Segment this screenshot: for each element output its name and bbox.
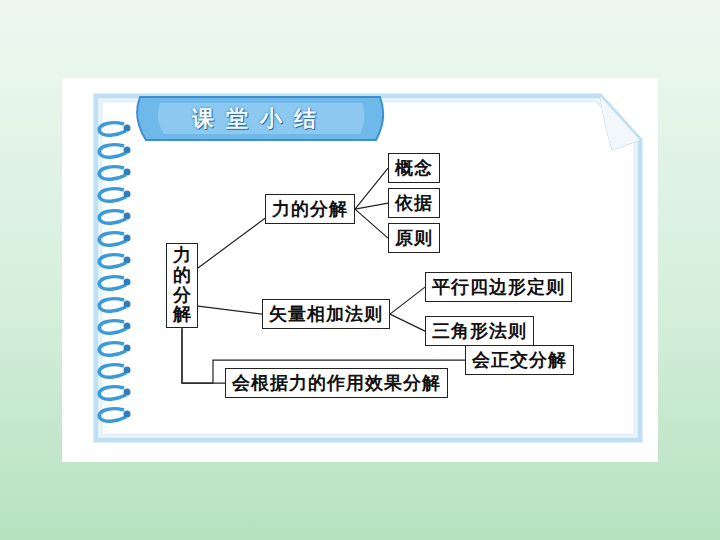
card-ground bbox=[62, 78, 658, 462]
box-label: 原则 bbox=[395, 226, 433, 250]
spiral-ring bbox=[99, 387, 126, 400]
box-label: 矢量相加法则 bbox=[269, 302, 383, 326]
connector-line bbox=[198, 218, 265, 268]
spiral-ring bbox=[99, 189, 126, 202]
concept-box: 矢量相加法则 bbox=[262, 299, 390, 329]
box-label: 依据 bbox=[395, 191, 433, 215]
spiral-ring bbox=[99, 343, 126, 356]
spiral-hole bbox=[124, 213, 131, 220]
title-tab bbox=[137, 97, 383, 140]
box-label: 会根据力的作用效果分解 bbox=[232, 371, 441, 395]
spiral-ring bbox=[99, 255, 126, 268]
spiral-ring bbox=[99, 277, 126, 290]
connector-line bbox=[390, 314, 425, 331]
box-label: 力的分解 bbox=[272, 197, 348, 221]
spiral-ring bbox=[99, 409, 126, 422]
spiral-hole bbox=[124, 411, 131, 418]
box-label: 力的分解 bbox=[173, 246, 191, 325]
concept-box: 力的分解 bbox=[265, 194, 355, 224]
spiral-ring bbox=[99, 321, 126, 334]
page-curl bbox=[600, 96, 640, 150]
spiral-ring bbox=[99, 233, 126, 246]
spiral-hole bbox=[124, 389, 131, 396]
spiral-ring bbox=[99, 211, 126, 224]
root-box: 力的分解 bbox=[166, 243, 198, 328]
spiral-hole bbox=[124, 345, 131, 352]
spiral-hole bbox=[124, 301, 131, 308]
page-inner-border bbox=[101, 101, 635, 435]
spiral-binding bbox=[99, 123, 130, 422]
concept-box: 会根据力的作用效果分解 bbox=[225, 368, 448, 398]
concept-box: 会正交分解 bbox=[465, 345, 574, 375]
spiral-hole bbox=[124, 367, 131, 374]
box-label: 概念 bbox=[395, 156, 433, 180]
connector-line bbox=[355, 209, 388, 238]
connector-line bbox=[390, 287, 425, 314]
spiral-hole bbox=[124, 191, 131, 198]
spiral-hole bbox=[124, 257, 131, 264]
concept-box: 平行四边形定则 bbox=[425, 272, 572, 302]
spiral-ring bbox=[99, 123, 126, 136]
spiral-hole bbox=[124, 323, 131, 330]
box-label: 会正交分解 bbox=[472, 348, 567, 372]
spiral-ring bbox=[99, 167, 126, 180]
concept-box: 三角形法则 bbox=[425, 316, 534, 346]
connector-line bbox=[182, 328, 225, 383]
title-text: 课堂小结 bbox=[150, 101, 370, 137]
box-label: 三角形法则 bbox=[432, 319, 527, 343]
connector-line bbox=[198, 306, 262, 314]
connector-line bbox=[355, 168, 388, 209]
spiral-ring bbox=[99, 365, 126, 378]
box-label: 平行四边形定则 bbox=[432, 275, 565, 299]
page-curl-back bbox=[600, 96, 640, 150]
spiral-hole bbox=[124, 235, 131, 242]
spiral-hole bbox=[124, 279, 131, 286]
spiral-ring bbox=[99, 145, 126, 158]
page-border bbox=[96, 96, 640, 440]
concept-box: 原则 bbox=[388, 223, 440, 253]
spiral-hole bbox=[124, 147, 131, 154]
connector-line bbox=[355, 203, 388, 209]
spiral-hole bbox=[124, 125, 131, 132]
spiral-ring bbox=[99, 299, 126, 312]
concept-box: 依据 bbox=[388, 188, 440, 218]
spiral-hole bbox=[124, 169, 131, 176]
concept-box: 概念 bbox=[388, 153, 440, 183]
